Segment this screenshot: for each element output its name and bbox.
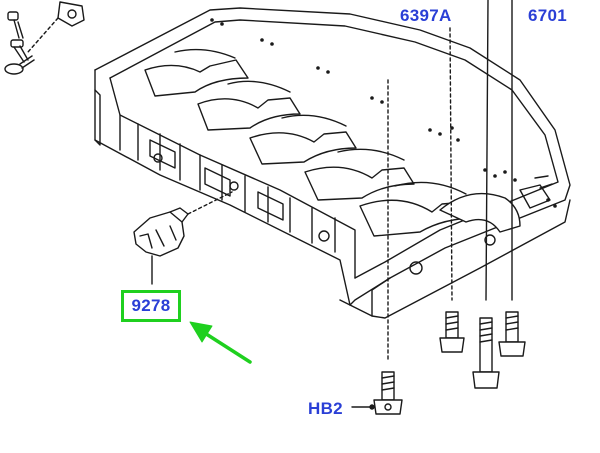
callout-hb2[interactable]: HB2: [308, 399, 343, 418]
leader-lines: [351, 404, 375, 410]
top-left-fasteners: [4, 1, 85, 75]
front-face-ribs: [119, 114, 553, 275]
bolt-top-left-3[interactable]: [4, 55, 35, 75]
bolt-top-left-1[interactable]: [7, 11, 24, 39]
bearing-saddles: [144, 48, 521, 237]
lower-block-frame[interactable]: [94, 7, 571, 319]
bolt-6397a[interactable]: [449, 27, 453, 301]
bolt-short-2[interactable]: [498, 311, 526, 357]
bolt-long-1[interactable]: [472, 317, 500, 389]
bolt-6701[interactable]: [387, 0, 513, 361]
bolt-short-1[interactable]: [439, 311, 465, 353]
bracket-top-left[interactable]: [27, 1, 85, 53]
callout-6701[interactable]: 6701: [528, 6, 568, 25]
sensor-9278[interactable]: [133, 191, 233, 285]
highlight-arrow: [189, 321, 252, 364]
callout-9278-highlighted[interactable]: 9278: [121, 290, 181, 322]
bolt-hole-dots: [210, 18, 557, 208]
bolt-hb2[interactable]: [373, 371, 403, 415]
bolt-top-left-2[interactable]: [10, 39, 29, 63]
callout-6397a[interactable]: 6397A: [400, 6, 452, 25]
